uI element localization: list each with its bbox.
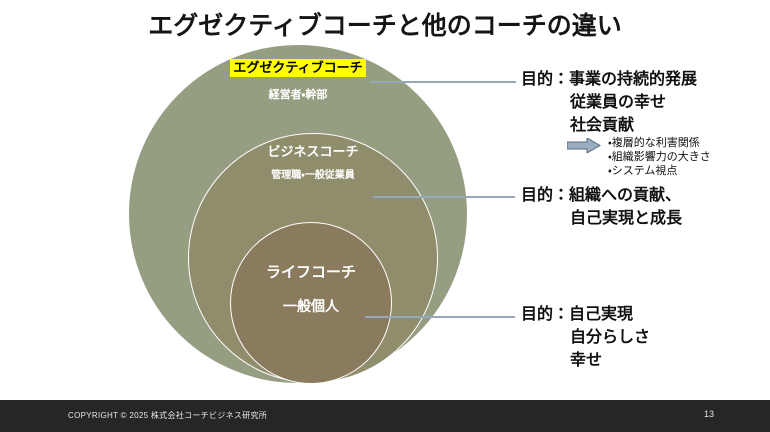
circle-executive-subtitle: 経営者・幹部 [268, 89, 328, 101]
annotation-business: 目的：組織への貢献、 自己実現と成長 [521, 184, 682, 230]
footer-page-number: 13 [703, 409, 714, 419]
annotation-executive: 目的：事業の持続的発展 従業員の幸せ 社会貢献 [521, 68, 697, 137]
circle-executive-title-highlight: エグゼクティブコーチ [230, 59, 366, 77]
circle-life-title: ライフコーチ [265, 264, 356, 281]
annotation-executive-subpoints: ・複層的な利害関係 ・組織影響力の大きさ ・システム視点 [566, 136, 711, 178]
right-arrow-icon [566, 137, 602, 158]
circle-business-subtitle: 管理職・一般従業員 [271, 170, 355, 181]
circle-life [230, 222, 392, 384]
annotation-life-line1: 目的：自己実現 [521, 306, 634, 323]
annotation-business-line2: 自己実現と成長 [570, 210, 683, 227]
annotation-executive-line1: 目的：事業の持続的発展 [521, 71, 698, 88]
annotation-life-line3: 幸せ [570, 352, 603, 369]
circle-life-subtitle: 一般個人 [283, 298, 339, 314]
circle-executive-title: エグゼクティブコーチ [0, 59, 770, 77]
connector-line-executive [370, 81, 516, 83]
circle-business-title: ビジネスコーチ [267, 144, 359, 159]
footer-bar: COPYRIGHT © 2025 株式会社コーチビジネス研究所 13 [0, 400, 770, 432]
subpoint-item: ・組織影響力の大きさ [608, 151, 711, 163]
connector-line-life [365, 316, 515, 318]
annotation-life: 目的：自己実現 自分らしさ 幸せ [521, 303, 650, 372]
subpoint-item: ・システム視点 [608, 165, 678, 177]
subpoint-item: ・複層的な利害関係 [608, 137, 700, 149]
page-title: エグゼクティブコーチと他のコーチの違い [148, 12, 622, 40]
annotation-executive-subpoints-list: ・複層的な利害関係 ・組織影響力の大きさ ・システム視点 [608, 136, 711, 178]
footer-copyright: COPYRIGHT © 2025 株式会社コーチビジネス研究所 [68, 411, 268, 420]
annotation-business-line1: 目的：組織への貢献、 [521, 187, 682, 204]
annotation-executive-line3: 社会貢献 [570, 117, 635, 134]
annotation-executive-line2: 従業員の幸せ [570, 94, 667, 111]
connector-line-business [373, 196, 515, 198]
annotation-life-line2: 自分らしさ [570, 329, 651, 346]
